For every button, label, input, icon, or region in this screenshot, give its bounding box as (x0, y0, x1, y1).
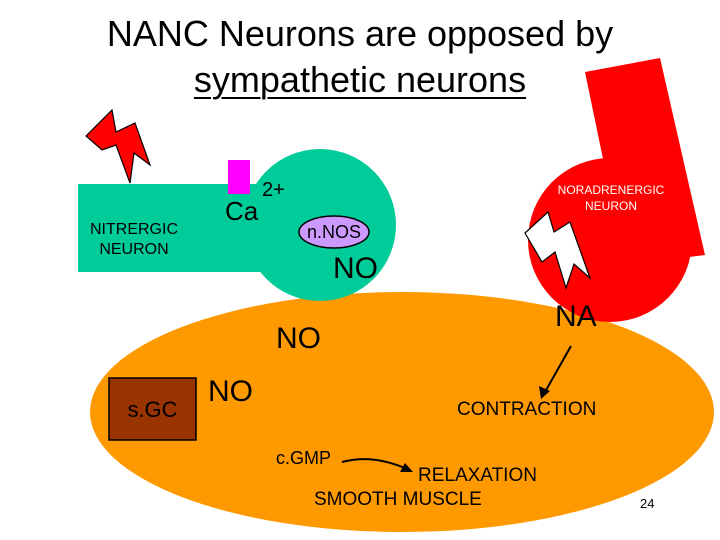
relaxation-label: RELAXATION (418, 465, 537, 486)
nnos-enzyme (298, 215, 370, 249)
sgc-enzyme (108, 377, 197, 441)
noradrenergic-label-line2: NEURON (584, 199, 637, 213)
calcium-channel (228, 160, 250, 194)
contraction-label: CONTRACTION (457, 399, 597, 420)
calcium-label: Ca (225, 196, 258, 226)
noradrenergic-label-line1: NORADRENERGIC (557, 183, 665, 197)
nitrergic-label-line2: NEURON (99, 241, 169, 258)
noradrenergic-neuron-label: NORADRENERGIC NEURON (544, 182, 678, 214)
slide-number: 24 (640, 496, 655, 511)
arrow-cgmp-to-relaxation (341, 458, 406, 469)
slide-title-underlined: sympathetic neurons (193, 59, 527, 100)
cgmp-label: c.GMP (276, 448, 332, 468)
slide-title-line2: sympathetic neurons (0, 58, 720, 102)
smooth-muscle-cell (90, 292, 714, 532)
arrow-na-to-contraction (544, 345, 572, 393)
no-label-synaptic: NO (276, 322, 321, 355)
na-label: NA (555, 300, 597, 333)
calcium-superscript: 2+ (262, 179, 285, 201)
smooth-muscle-label: SMOOTH MUSCLE (314, 489, 482, 510)
calcium-base: Ca (225, 196, 259, 226)
no-label-intracellular: NO (208, 375, 253, 408)
lightning-bolt-white-icon (524, 210, 592, 290)
arrow-na-to-contraction-head (539, 386, 550, 399)
nitrergic-label-line1: NITRERGIC (90, 221, 178, 238)
nnos-label: n.NOS (306, 222, 362, 242)
arrow-cgmp-to-relaxation-head (400, 463, 413, 472)
lightning-bolt-red-icon (85, 108, 152, 184)
no-label-presynaptic: NO (333, 252, 378, 285)
sgc-label: s.GC (127, 397, 178, 422)
nitrergic-neuron-label: NITRERGIC NEURON (90, 220, 178, 260)
slide-title-line1: NANC Neurons are opposed by (106, 13, 614, 54)
noradrenergic-neuron-axon (585, 58, 705, 265)
